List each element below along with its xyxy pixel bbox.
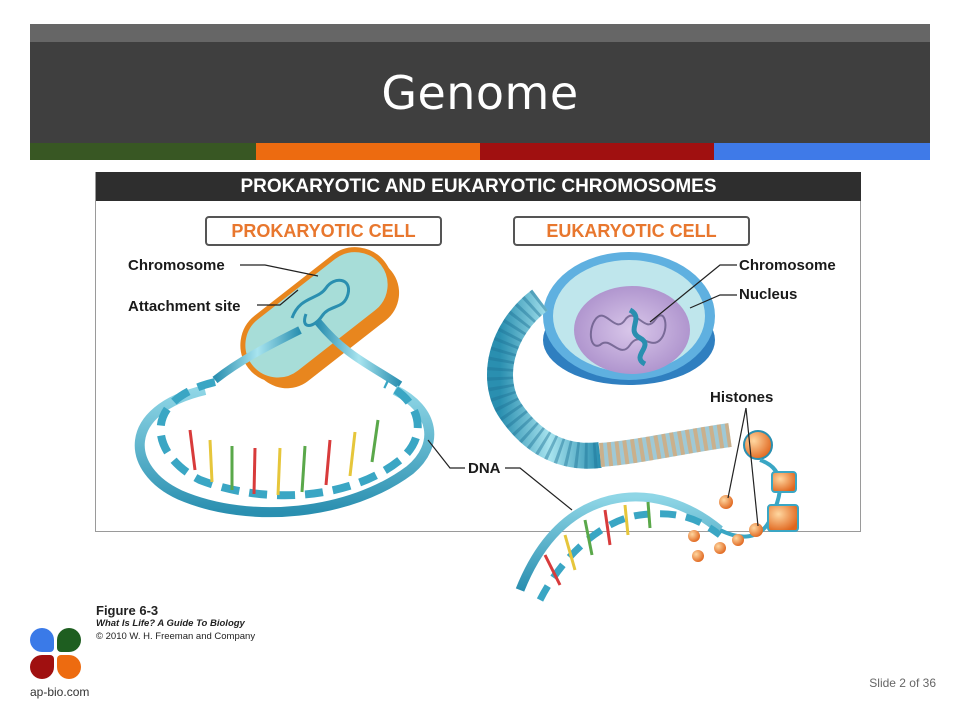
- label-dna: DNA: [468, 460, 501, 477]
- eukaryotic-cell: [543, 252, 715, 385]
- dna-strand-right: [314, 319, 403, 389]
- stripe-orange: [256, 143, 480, 160]
- logo-petal-orange: [57, 655, 81, 679]
- figure-copyright: © 2010 W. H. Freeman and Company: [96, 631, 256, 642]
- label-attachment-site: Attachment site: [128, 298, 241, 315]
- histones: [688, 407, 799, 562]
- ap-bio-logo: [30, 628, 82, 680]
- prokaryotic-cell: [212, 247, 403, 389]
- slide-number: Slide 2 of 36: [869, 676, 936, 690]
- label-nucleus: Nucleus: [739, 286, 797, 303]
- eukaryotic-dna-helix: [515, 492, 723, 602]
- prokaryotic-chromosome: [290, 278, 351, 327]
- label-chromosome-eukaryote: Chromosome: [739, 257, 836, 274]
- stripe-blue: [714, 143, 930, 160]
- header-top-band: [30, 24, 930, 42]
- prokaryotic-cell-title: PROKARYOTIC CELL: [205, 216, 442, 246]
- logo-petal-blue: [30, 628, 54, 652]
- prokaryotic-dna-ring: [134, 378, 435, 518]
- stripe-green: [30, 143, 256, 160]
- leader-lines: [240, 264, 737, 511]
- logo-petal-green: [57, 628, 81, 652]
- eukaryotic-cell-title: EUKARYOTIC CELL: [513, 216, 750, 246]
- figure-source-book: What Is Life? A Guide To Biology: [96, 618, 245, 629]
- header-band: [30, 42, 930, 143]
- logo-text: ap-bio.com: [30, 685, 90, 699]
- slide-title: Genome: [381, 65, 579, 120]
- figure-caption: Figure 6-3 What Is Life? A Guide To Biol…: [96, 604, 255, 643]
- label-histones: Histones: [710, 389, 773, 406]
- eukaryotic-chromosome: [628, 307, 648, 367]
- label-chromosome-prokaryote: Chromosome: [128, 257, 225, 274]
- figure-number: Figure 6-3: [96, 603, 159, 618]
- logo-petal-red: [30, 655, 54, 679]
- figure-banner: PROKARYOTIC AND EUKARYOTIC CHROMOSOMES: [96, 172, 861, 201]
- dna-strand-left: [212, 326, 302, 384]
- stripe-red: [480, 143, 714, 160]
